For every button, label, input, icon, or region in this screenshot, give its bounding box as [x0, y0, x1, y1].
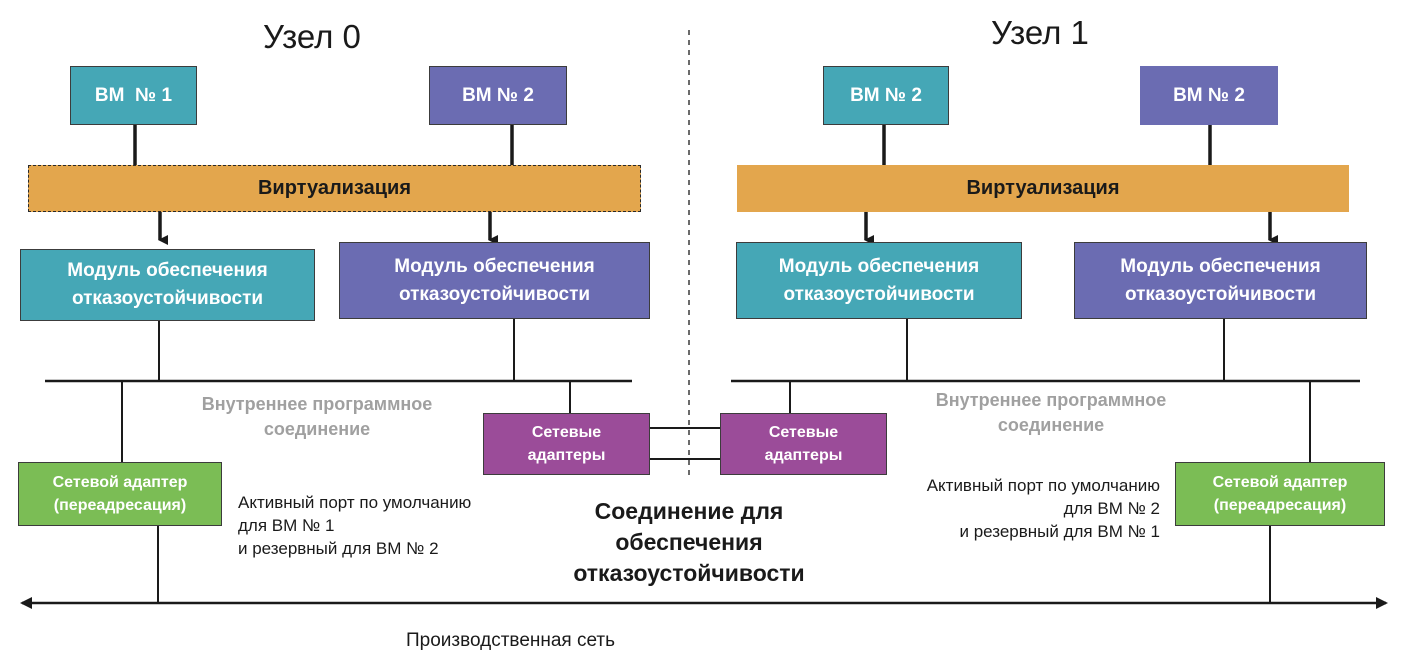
- vm-box-node1-left: ВМ № 2: [823, 66, 949, 125]
- network-adapters-node0: Сетевые адаптеры: [483, 413, 650, 475]
- vm-box-node0-right: ВМ № 2: [429, 66, 567, 125]
- failover-link-caption: Соединение для обеспечения отказоустойчи…: [573, 498, 805, 587]
- module-line-1: Модуль обеспечения: [778, 255, 980, 277]
- failover-module-node0-left: Модуль обеспечения отказоустойчивости: [20, 249, 315, 321]
- failover-module-node0-right: Модуль обеспечения отказоустойчивости: [339, 242, 650, 319]
- internal-connection-label-node0: Внутреннее программное соединение: [201, 394, 433, 440]
- failover-module-node1-right: Модуль обеспечения отказоустойчивости: [1074, 242, 1367, 319]
- port-note-node1: Активный порт по умолчанию для ВМ № 2 и …: [926, 476, 1160, 541]
- port-note-node0: Активный порт по умолчанию для ВМ № 1 и …: [238, 493, 472, 558]
- module-line-1: Модуль обеспечения: [1120, 255, 1321, 277]
- module-line-1: Модуль обеспечения: [67, 260, 268, 282]
- node-title-0: Узел 0: [263, 18, 361, 55]
- redirect-adapter-node0: Сетевой адаптер (переадресация): [18, 462, 222, 526]
- vm-box-node1-right: ВМ № 2: [1140, 66, 1278, 125]
- node-title-1: Узел 1: [991, 14, 1089, 51]
- vm-box-node0-left: ВМ № 1: [70, 66, 197, 125]
- virtualization-bar-node1: Виртуализация: [737, 165, 1349, 212]
- module-line-2: отказоустойчивости: [398, 283, 591, 305]
- virtualization-bar-node0: Виртуализация: [28, 165, 641, 212]
- production-network-label: Производственная сеть: [406, 630, 616, 651]
- module-line-2: отказоустойчивости: [783, 283, 975, 305]
- module-line-2: отказоустойчивости: [71, 288, 264, 309]
- failover-module-node1-left: Модуль обеспечения отказоустойчивости: [736, 242, 1022, 319]
- redirect-adapter-node1: Сетевой адаптер (переадресация): [1175, 462, 1385, 526]
- network-adapters-node1: Сетевые адаптеры: [720, 413, 887, 475]
- module-line-1: Модуль обеспечения: [394, 255, 595, 277]
- internal-connection-label-node1: Внутреннее программное соединение: [935, 390, 1167, 436]
- module-line-2: отказоустойчивости: [1124, 283, 1317, 305]
